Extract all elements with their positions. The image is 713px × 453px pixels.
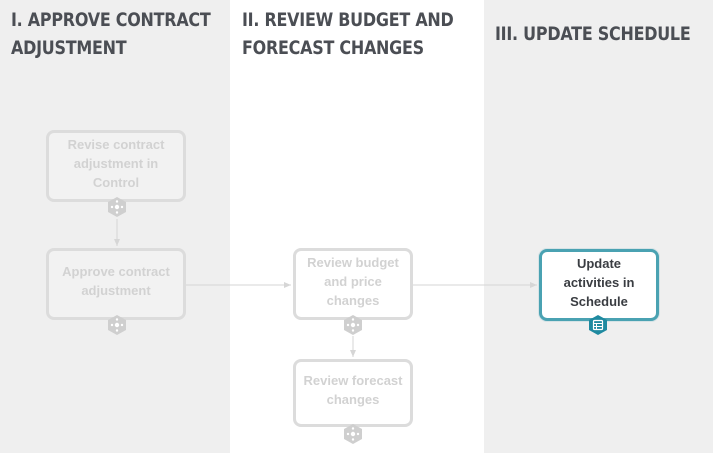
- control-hex-icon: [106, 196, 128, 218]
- step-revise-contract-adjustment[interactable]: Revise contract adjustment in Control: [46, 130, 186, 202]
- control-hex-icon: [342, 314, 364, 336]
- step-label: Review budget and price changes: [307, 254, 399, 308]
- step-review-budget-and-price-changes[interactable]: Review budget and price changes: [293, 248, 413, 320]
- step-approve-contract-adjustment[interactable]: Approve contract adjustment: [46, 248, 186, 320]
- control-hex-icon: [342, 423, 364, 445]
- step-label: Approve contract adjustment: [62, 264, 170, 298]
- step-label: Review forecast changes: [303, 373, 403, 407]
- column-update-schedule: [484, 0, 713, 453]
- step-label: Update activities in Schedule: [563, 255, 635, 309]
- column-title-line: III. UPDATE SCHEDULE: [495, 23, 691, 45]
- column-title-line: I. APPROVE CONTRACT: [11, 9, 211, 31]
- step-review-forecast-changes[interactable]: Review forecast changes: [293, 359, 413, 427]
- column-title-line: II. REVIEW BUDGET AND: [242, 9, 454, 31]
- column-title-line: ADJUSTMENT: [11, 37, 127, 59]
- column-title-approve-contract: I. APPROVE CONTRACT ADJUSTMENT: [11, 6, 211, 62]
- column-approve-contract: [0, 0, 230, 453]
- step-label: Revise contract adjustment in Control: [67, 136, 165, 190]
- step-update-activities-in-schedule[interactable]: Update activities in Schedule: [539, 249, 659, 321]
- column-title-review-budget: II. REVIEW BUDGET AND FORECAST CHANGES: [242, 6, 454, 62]
- column-title-line: FORECAST CHANGES: [242, 37, 424, 59]
- schedule-hex-icon: [587, 314, 609, 336]
- control-hex-icon: [106, 314, 128, 336]
- column-title-update-schedule: III. UPDATE SCHEDULE: [495, 20, 691, 48]
